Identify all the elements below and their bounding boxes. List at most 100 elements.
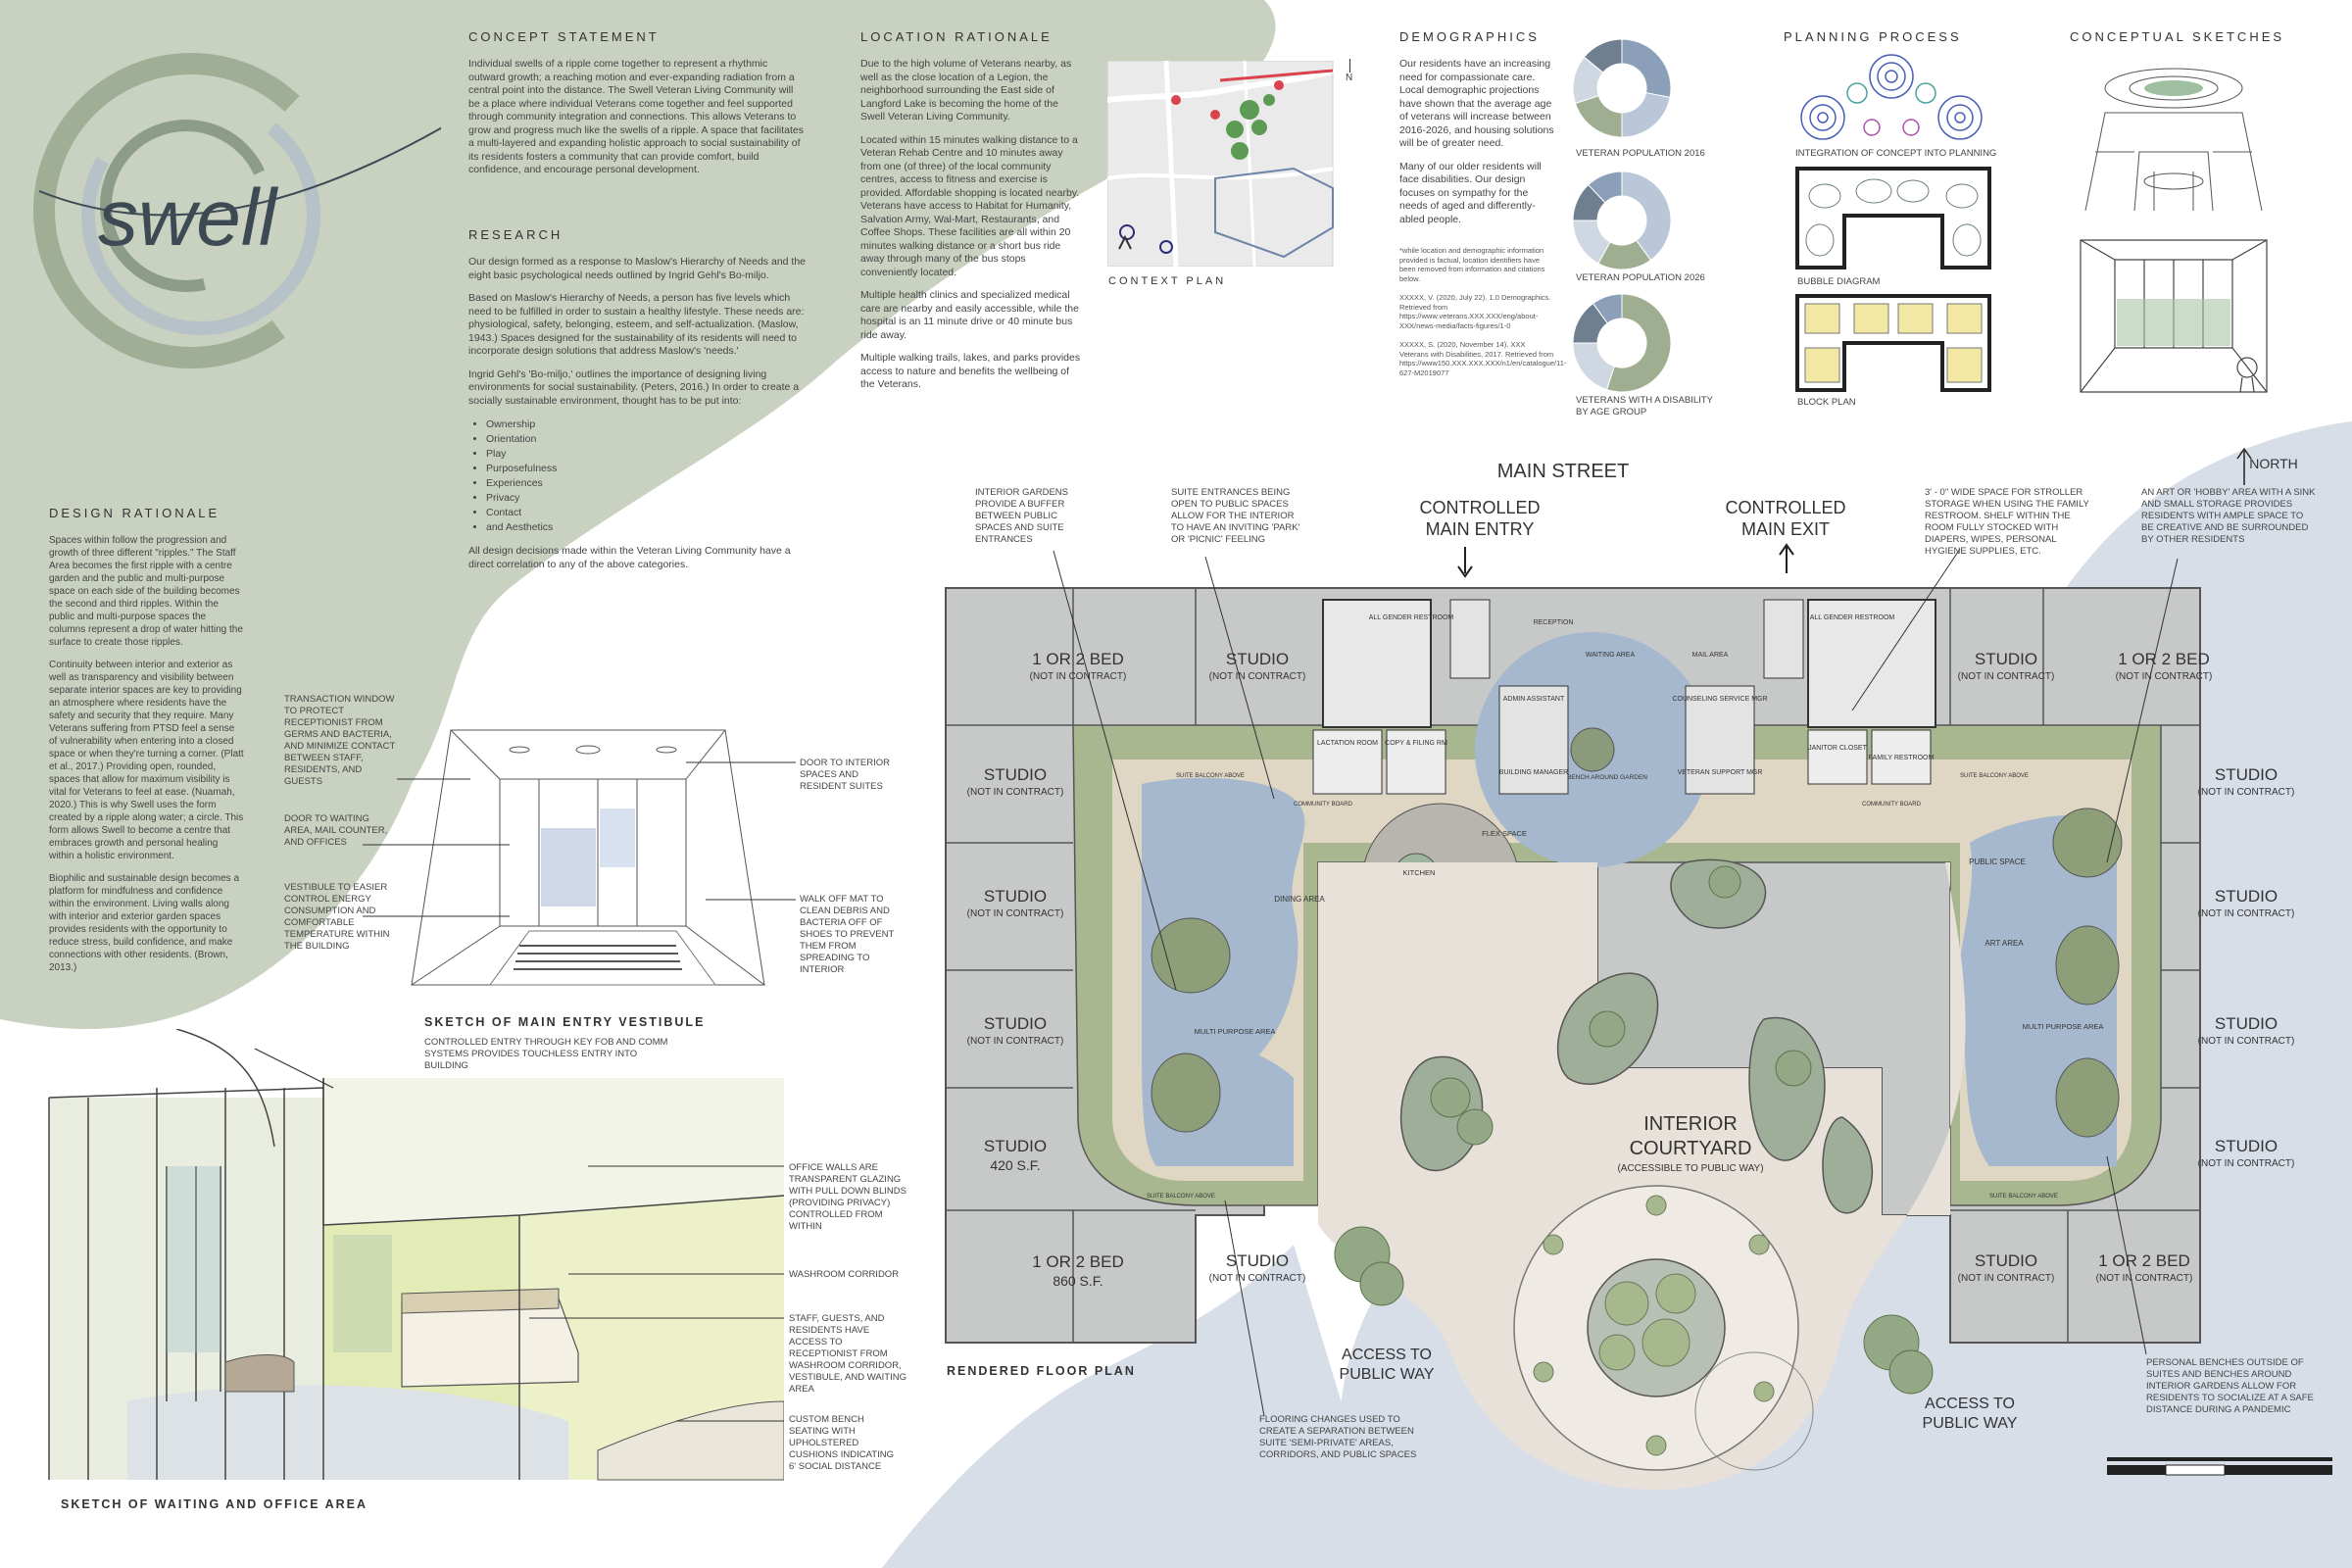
suite-studio: STUDIO [1226,1251,1289,1270]
context-plan-label: CONTEXT PLAN [1108,275,1227,287]
room-balcony: SUITE BALCONY ABOVE [1147,1194,1215,1200]
note-art-area: AN ART OR 'HOBBY' AREA WITH A SINK AND S… [2141,487,2316,545]
sketches-heading: CONCEPTUAL SKETCHES [2070,29,2285,44]
room-veteran: VETERAN SUPPORT MGR [1678,769,1763,776]
note-suite-entrances: SUITE ENTRANCES BEING OPEN TO PUBLIC SPA… [1171,487,1300,545]
donut-chart-2026 [1572,171,1672,270]
note-flooring: FLOORING CHANGES USED TO CREATE A SEPARA… [1259,1414,1417,1460]
room-garden: BENCH AROUND GARDEN [1567,774,1647,781]
design-rationale-p1: Spaces within follow the progression and… [49,535,243,648]
suite-nic: (NOT IN CONTRACT) [2198,1158,2295,1169]
research-p1: Our design formed as a response to Maslo… [468,256,807,281]
suite-studio: STUDIO [984,887,1047,906]
suite-studio: STUDIO [984,1014,1047,1033]
waiting-office-sketch [48,1029,784,1481]
exit-label-2: MAIN EXIT [1741,519,1830,539]
scale-bar [2107,1457,2332,1476]
room-community-right: COMMUNITY BOARD [1862,802,1922,808]
waiting-note-4: CUSTOM BENCH SEATING WITH UPHOLSTERED CU… [789,1414,894,1472]
pie-slice [1605,293,1672,393]
demographics-cite1: XXXXX, V. (2020, July 22). 1.0 Demograph… [1399,293,1551,330]
concept-section: CONCEPT STATEMENT Individual swells of a… [468,29,807,177]
access-label-1: ACCESS TO [1342,1347,1432,1363]
list-item: and Aesthetics [486,520,807,535]
bubble-diagram [1795,167,1991,270]
waiting-note-3: STAFF, GUESTS, AND RESIDENTS HAVE ACCESS… [789,1313,907,1395]
room-flex: FLEX SPACE [1482,829,1527,838]
demographics-section: DEMOGRAPHICS Our residents have an incre… [1399,29,1567,377]
location-heading: LOCATION RATIONALE [860,29,1053,44]
pie-slice [1621,171,1672,262]
suite-studio: STUDIO [1975,1251,2037,1270]
suite-nic: (NOT IN CONTRACT) [2198,908,2295,919]
list-item: Play [486,447,807,462]
courtyard-sub: (ACCESSIBLE TO PUBLIC WAY) [1617,1163,1763,1174]
room-counseling: COUNSELING SERVICE MGR [1672,696,1767,703]
suite-nic: (NOT IN CONTRACT) [967,787,1064,798]
vestibule-sketch [411,729,765,986]
center-garden [1570,727,1615,772]
access-label-2: PUBLIC WAY [1340,1366,1435,1383]
suite-nic: (NOT IN CONTRACT) [2096,1273,2193,1284]
suite-studio: STUDIO [2215,765,2278,784]
room-copy: COPY & FILING RM [1385,740,1447,747]
room-balcony: SUITE BALCONY ABOVE [1989,1194,2058,1200]
vestibule-note-5: WALK OFF MAT TO CLEAN DEBRIS AND BACTERI… [800,894,895,975]
demographics-cite2: XXXXX, S. (2020, November 14). XXX Veter… [1399,340,1567,377]
suite-bed-tl: 1 OR 2 BED [1032,650,1124,668]
north-arrow-small: N [1346,59,1352,83]
chart-title-disability: VETERANS WITH A DISABILITY BY AGE GROUP [1576,395,1713,417]
location-p4: Multiple walking trails, lakes, and park… [860,352,1081,390]
suite-nic: (NOT IN CONTRACT) [1958,671,2055,682]
suite-studio: STUDIO [2215,1137,2278,1155]
suite-nic: (NOT IN CONTRACT) [2198,787,2295,798]
demographics-p1: Our residents have an increasing need fo… [1399,58,1554,149]
suite-nic: (NOT IN CONTRACT) [1209,1273,1306,1284]
context-plan-map [1107,61,1334,267]
research-p2: Based on Maslow's Hierarchy of Needs, a … [468,292,805,357]
donut-chart-disability [1572,293,1672,393]
note-interior-gardens: INTERIOR GARDENS PROVIDE A BUFFER BETWEE… [975,487,1069,545]
list-item: Purposefulness [486,462,807,476]
pie-slice [1588,171,1623,204]
suite-studio: STUDIO [1226,650,1289,668]
room-public: PUBLIC SPACE [1969,858,2026,866]
block-label: BLOCK PLAN [1797,397,1856,408]
location-section: LOCATION RATIONALE Due to the high volum… [860,29,1081,392]
suite-bed-bl: 1 OR 2 BED [1032,1252,1124,1271]
suite-studio: STUDIO [984,1137,1047,1155]
room-mail: MAIL AREA [1692,652,1729,659]
room-art: ART AREA [1984,939,2024,948]
entry-label-2: MAIN ENTRY [1426,519,1535,539]
room-family: FAMILY RESTROOM [1869,755,1935,761]
main-street-label: MAIN STREET [1497,461,1629,482]
list-item: Ownership [486,417,807,432]
list-item: Contact [486,506,807,520]
list-item: Orientation [486,432,807,447]
research-heading: RESEARCH [468,227,564,242]
north-label: N [1346,73,1353,83]
list-item: Privacy [486,491,807,506]
block-plan [1795,294,1991,392]
note-stroller: 3' - 0" WIDE SPACE FOR STROLLER STORAGE … [1925,487,2089,557]
suite-studio-sf: 420 S.F. [990,1157,1040,1173]
blue-wave-panel-2 [882,1245,1392,1568]
room-all-gender-right: ALL GENDER RESTROOM [1810,614,1895,621]
room-janitor: JANITOR CLOSET [1808,745,1867,752]
suite-nic: (NOT IN CONTRACT) [2116,671,2213,682]
suite-nic: (NOT IN CONTRACT) [1030,671,1127,682]
suite-nic: (NOT IN CONTRACT) [1958,1273,2055,1284]
room-dining: DINING AREA [1274,895,1325,904]
room-admin: ADMIN ASSISTANT [1503,696,1565,703]
logo-text: swell [98,173,279,263]
suite-bed-tr: 1 OR 2 BED [2118,650,2210,668]
list-item: Experiences [486,476,807,491]
exit-label-1: CONTROLLED [1725,498,1845,517]
room-balcony: SUITE BALCONY ABOVE [1176,773,1245,779]
restroom-right [1807,599,1936,728]
location-p2: Located within 15 minutes walking distan… [860,133,1080,278]
room-reception: RECEPTION [1534,619,1574,626]
courtyard-paving [1318,862,1966,1490]
room-all-gender-left: ALL GENDER RESTROOM [1369,614,1454,621]
